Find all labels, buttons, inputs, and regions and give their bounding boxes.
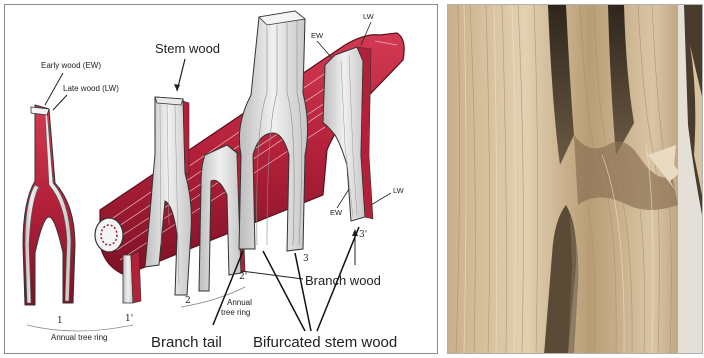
late-wood-pointer: [53, 95, 67, 110]
branch-tail-label: Branch tail: [151, 334, 222, 351]
ew-right-pointer: [337, 189, 349, 208]
ew-right-label: EW: [330, 208, 343, 217]
lw-right-pointer: [371, 193, 391, 205]
label-1-prime: 1': [125, 314, 133, 324]
annual-tree-ring-2-line2: tree ring: [221, 308, 250, 317]
branch-wood-label: Branch wood: [305, 273, 381, 288]
lw-top-label: LW: [363, 12, 375, 21]
label-1: 1: [57, 316, 63, 326]
ew-top-label: EW: [311, 31, 324, 40]
annual-tree-ring-1-label: Annual tree ring: [51, 333, 107, 342]
bifurcated-pointer-a: [263, 251, 305, 331]
annual-ring-brace-1: [27, 325, 133, 331]
label-2: 2: [185, 296, 191, 306]
annual-tree-ring-2-line1: Annual: [227, 298, 252, 307]
label-3-prime: 3': [359, 230, 367, 240]
wood-anatomy-diagram: Early wood (EW) Late wood (LW) Stem wood…: [4, 4, 438, 354]
late-wood-label: Late wood (LW): [63, 84, 119, 93]
bifurcated-pointer-b: [295, 253, 311, 331]
photo-canvas: [448, 5, 703, 354]
stem-wood-label: Stem wood: [155, 41, 220, 56]
branch-wood-pointer: [241, 271, 303, 279]
ew-top-pointer: [317, 41, 331, 57]
label-2-prime: 2': [239, 272, 247, 282]
bifurcated-stem-wood-label: Bifurcated stem wood: [253, 334, 397, 351]
label-3: 3: [303, 254, 309, 264]
fork-1: [23, 105, 75, 305]
diagram-canvas: Early wood (EW) Late wood (LW) Stem wood…: [5, 5, 437, 353]
wood-fork-photo: [447, 4, 703, 354]
early-wood-label: Early wood (EW): [41, 61, 101, 70]
lw-right-label: LW: [393, 186, 405, 195]
early-wood-pointer: [45, 73, 63, 105]
stem-wood-arrowhead: [174, 84, 180, 91]
